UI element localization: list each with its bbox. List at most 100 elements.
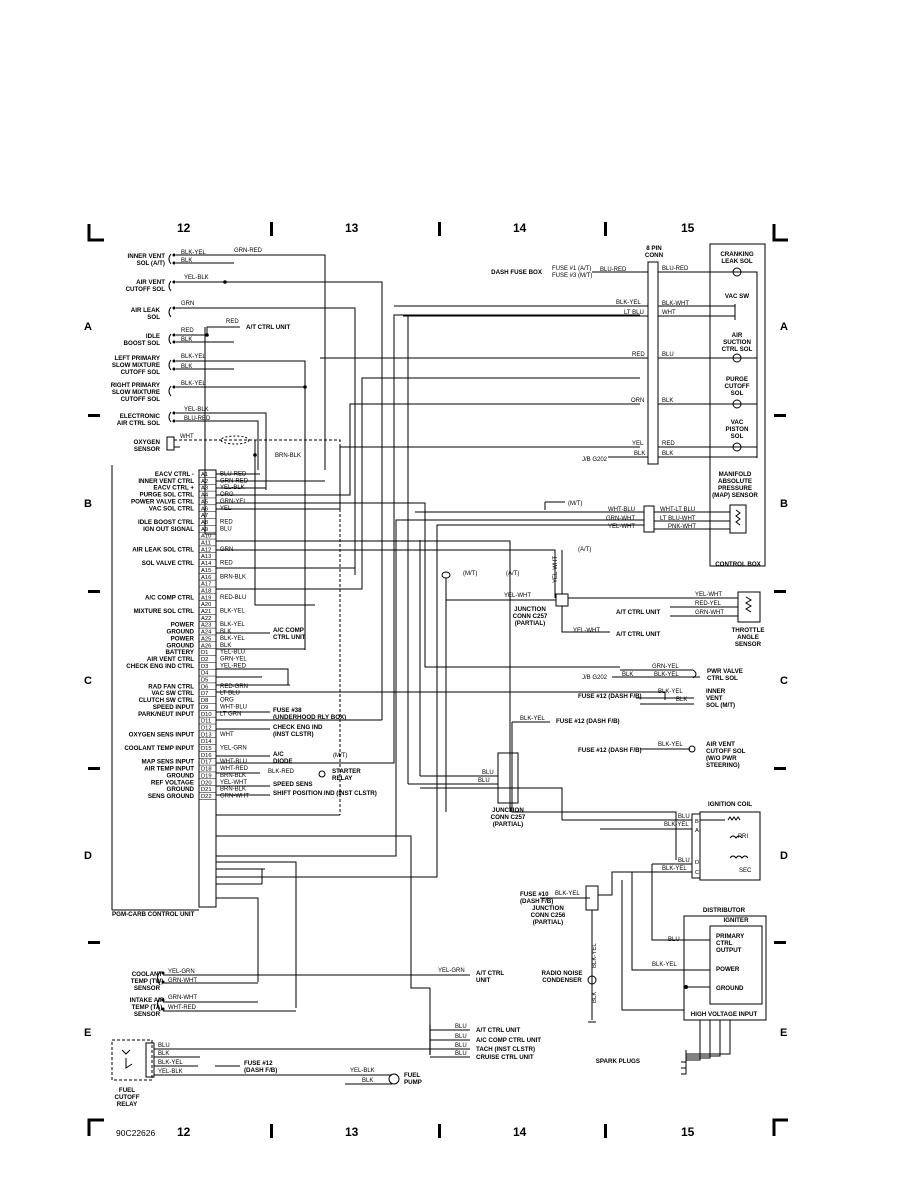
ecu-pin-label: INNER VENT CTRL [138, 478, 194, 485]
ecu-pin-id: A26 [201, 643, 211, 649]
col-label: 12 [177, 1125, 191, 1139]
diagram-label: IGNITION COIL [708, 801, 752, 808]
diagram-label: BLK [181, 364, 192, 370]
ecu-pin-wire: BLK-YEL [220, 609, 245, 615]
diagram-label: SENSOR [134, 985, 161, 992]
diagram-label: (A/T) [578, 547, 591, 553]
ecu-pin-id: A17 [201, 582, 211, 588]
diagram-label: PNK-WHT [668, 524, 696, 530]
diagram-label: AIR VENT [136, 279, 165, 286]
col-label: 15 [681, 221, 695, 235]
ecu-pin-label: GROUND [167, 629, 195, 636]
ecu-pin-wire: YEL-GRN [220, 746, 247, 752]
ecu-pin-label: POWER [171, 622, 195, 629]
diagram-label: RED [181, 328, 194, 334]
ecu-pin-wire: GRN-YEL [220, 499, 247, 505]
row-label: C [84, 675, 92, 687]
diagram-label: THROTTLE [732, 627, 765, 634]
ecu-pin-wire: WHT-BLU [220, 704, 247, 710]
diagram-label: BLK [181, 337, 192, 343]
ecu-pin-wire: RED [220, 519, 233, 525]
ecu-pin-id: A11 [201, 541, 211, 547]
diagram-label: SPARK PLUGS [596, 1058, 640, 1065]
diagram-label: SOL (M/T) [706, 702, 735, 709]
diagram-label: OXYGEN [134, 439, 161, 446]
diagram-label: BLU [662, 352, 674, 358]
diagram-label: BLK-YEL [592, 943, 598, 968]
diagram-label: DASH FUSE BOX [491, 269, 543, 276]
row-label: E [84, 1027, 91, 1039]
diagram-label: CTRL SOL [707, 675, 738, 682]
diagram-label: SOL [731, 390, 744, 397]
diagram-label: WHT [662, 310, 676, 316]
diagram-label: BRN-BLK [275, 453, 301, 459]
diagram-label: BLK-YEL [662, 866, 687, 872]
diagram-label: RED [226, 319, 239, 325]
ecu-pin-id: D8 [201, 698, 208, 704]
ecu-pin-label: PARK/NEUT INPUT [138, 711, 194, 718]
diagram-label: CUTOFF SOL [706, 748, 746, 755]
diagram-label: RED [632, 352, 645, 358]
diagram-label: IDLE [146, 333, 160, 340]
ecu-pin-label: CLUTCH SW CTRL [139, 697, 195, 704]
ecu-pin-id: D12 [201, 725, 212, 731]
diagram-label: SOL [731, 433, 744, 440]
row-label: C [780, 675, 788, 687]
diagram-label: BLU [455, 1051, 467, 1057]
diagram-label: GROUND [716, 985, 744, 992]
diagram-label: A/C COMP [273, 627, 304, 634]
diagram-label: FUSE #38 [273, 707, 302, 714]
diagram-label: PISTON [726, 426, 749, 433]
diagram-label: SLOW MIXTURE [112, 389, 160, 396]
temp-sensors: COOLANT TEMP (TW) SENSOR YEL-GRN GRN-WHT… [130, 968, 505, 1018]
ecu-pin-wire: RED-BLU [220, 595, 246, 601]
ecu-pin-wire: WHT-BLU [220, 759, 247, 765]
diagram-label: D [695, 860, 699, 866]
diagram-label: FUSE #12 [244, 1060, 273, 1067]
diagram-label: RED-YEL [695, 601, 722, 607]
diagram-label: JUNCTION [492, 807, 524, 814]
diagram-label: BLK [362, 1078, 373, 1084]
ecu-pin-id: A20 [201, 602, 211, 608]
ecu-pin-label: IGN OUT SIGNAL [143, 526, 194, 533]
diagram-label: FUEL [119, 1087, 135, 1094]
diagram-label: RELAY [332, 775, 353, 782]
diagram-label: (M/T) [333, 753, 347, 759]
diagram-label: ORN [631, 398, 644, 404]
ecu-pin-id: A15 [201, 568, 211, 574]
diagram-label: PWR VALVE [707, 668, 743, 675]
diagram-label: BLK-YEL [664, 822, 689, 828]
diagram-label: CUTOFF SOL [126, 286, 166, 293]
diagram-label: A [695, 828, 699, 834]
diagram-label: WHT-BLU [608, 507, 635, 513]
diagram-label: VAC [731, 419, 744, 426]
ecu-pin-id: A22 [201, 616, 211, 622]
diagram-label: CONN C257 [513, 613, 548, 620]
ecu-pin-label: CHECK ENG IND CTRL [126, 663, 194, 670]
diagram-label: AIR LEAK [131, 307, 161, 314]
col-label: 13 [345, 221, 359, 235]
diagram-label: FUSE #3 (M/T) [552, 273, 592, 279]
diagram-label: GRN-RED [234, 248, 263, 254]
diagram-label: PURGE [726, 376, 748, 383]
diagram-label: BLU [455, 1024, 467, 1030]
junction-c257-lower: BLK-YEL FUSE #12 (DASH F/B) BLU BLU JUNC… [407, 315, 677, 830]
diagram-label: (MAP) SENSOR [712, 492, 758, 499]
diagram-label: LT BLU-WHT [660, 516, 696, 522]
ecu-pin-label: AIR TEMP INPUT [144, 766, 194, 773]
diagram-label: CONDENSER [542, 977, 582, 984]
diagram-label: GRN-WHT [168, 978, 197, 984]
ecu-pin-id: A14 [201, 561, 212, 567]
diagram-label: CONN [645, 252, 664, 259]
ecu-pin-id: D16 [201, 753, 212, 759]
diagram-label: RIGHT PRIMARY [111, 382, 161, 389]
diagram-label: YEL-WHT [573, 628, 600, 634]
diagram-label: B [695, 819, 699, 825]
diagram-label: FUSE #1 (A/T) [552, 266, 591, 272]
diagram-label: JUNCTION [514, 606, 546, 613]
diagram-label: BLK-YEL [555, 891, 580, 897]
diagram-label: MANIFOLD [719, 471, 752, 478]
diagram-label: INNER [706, 688, 726, 695]
